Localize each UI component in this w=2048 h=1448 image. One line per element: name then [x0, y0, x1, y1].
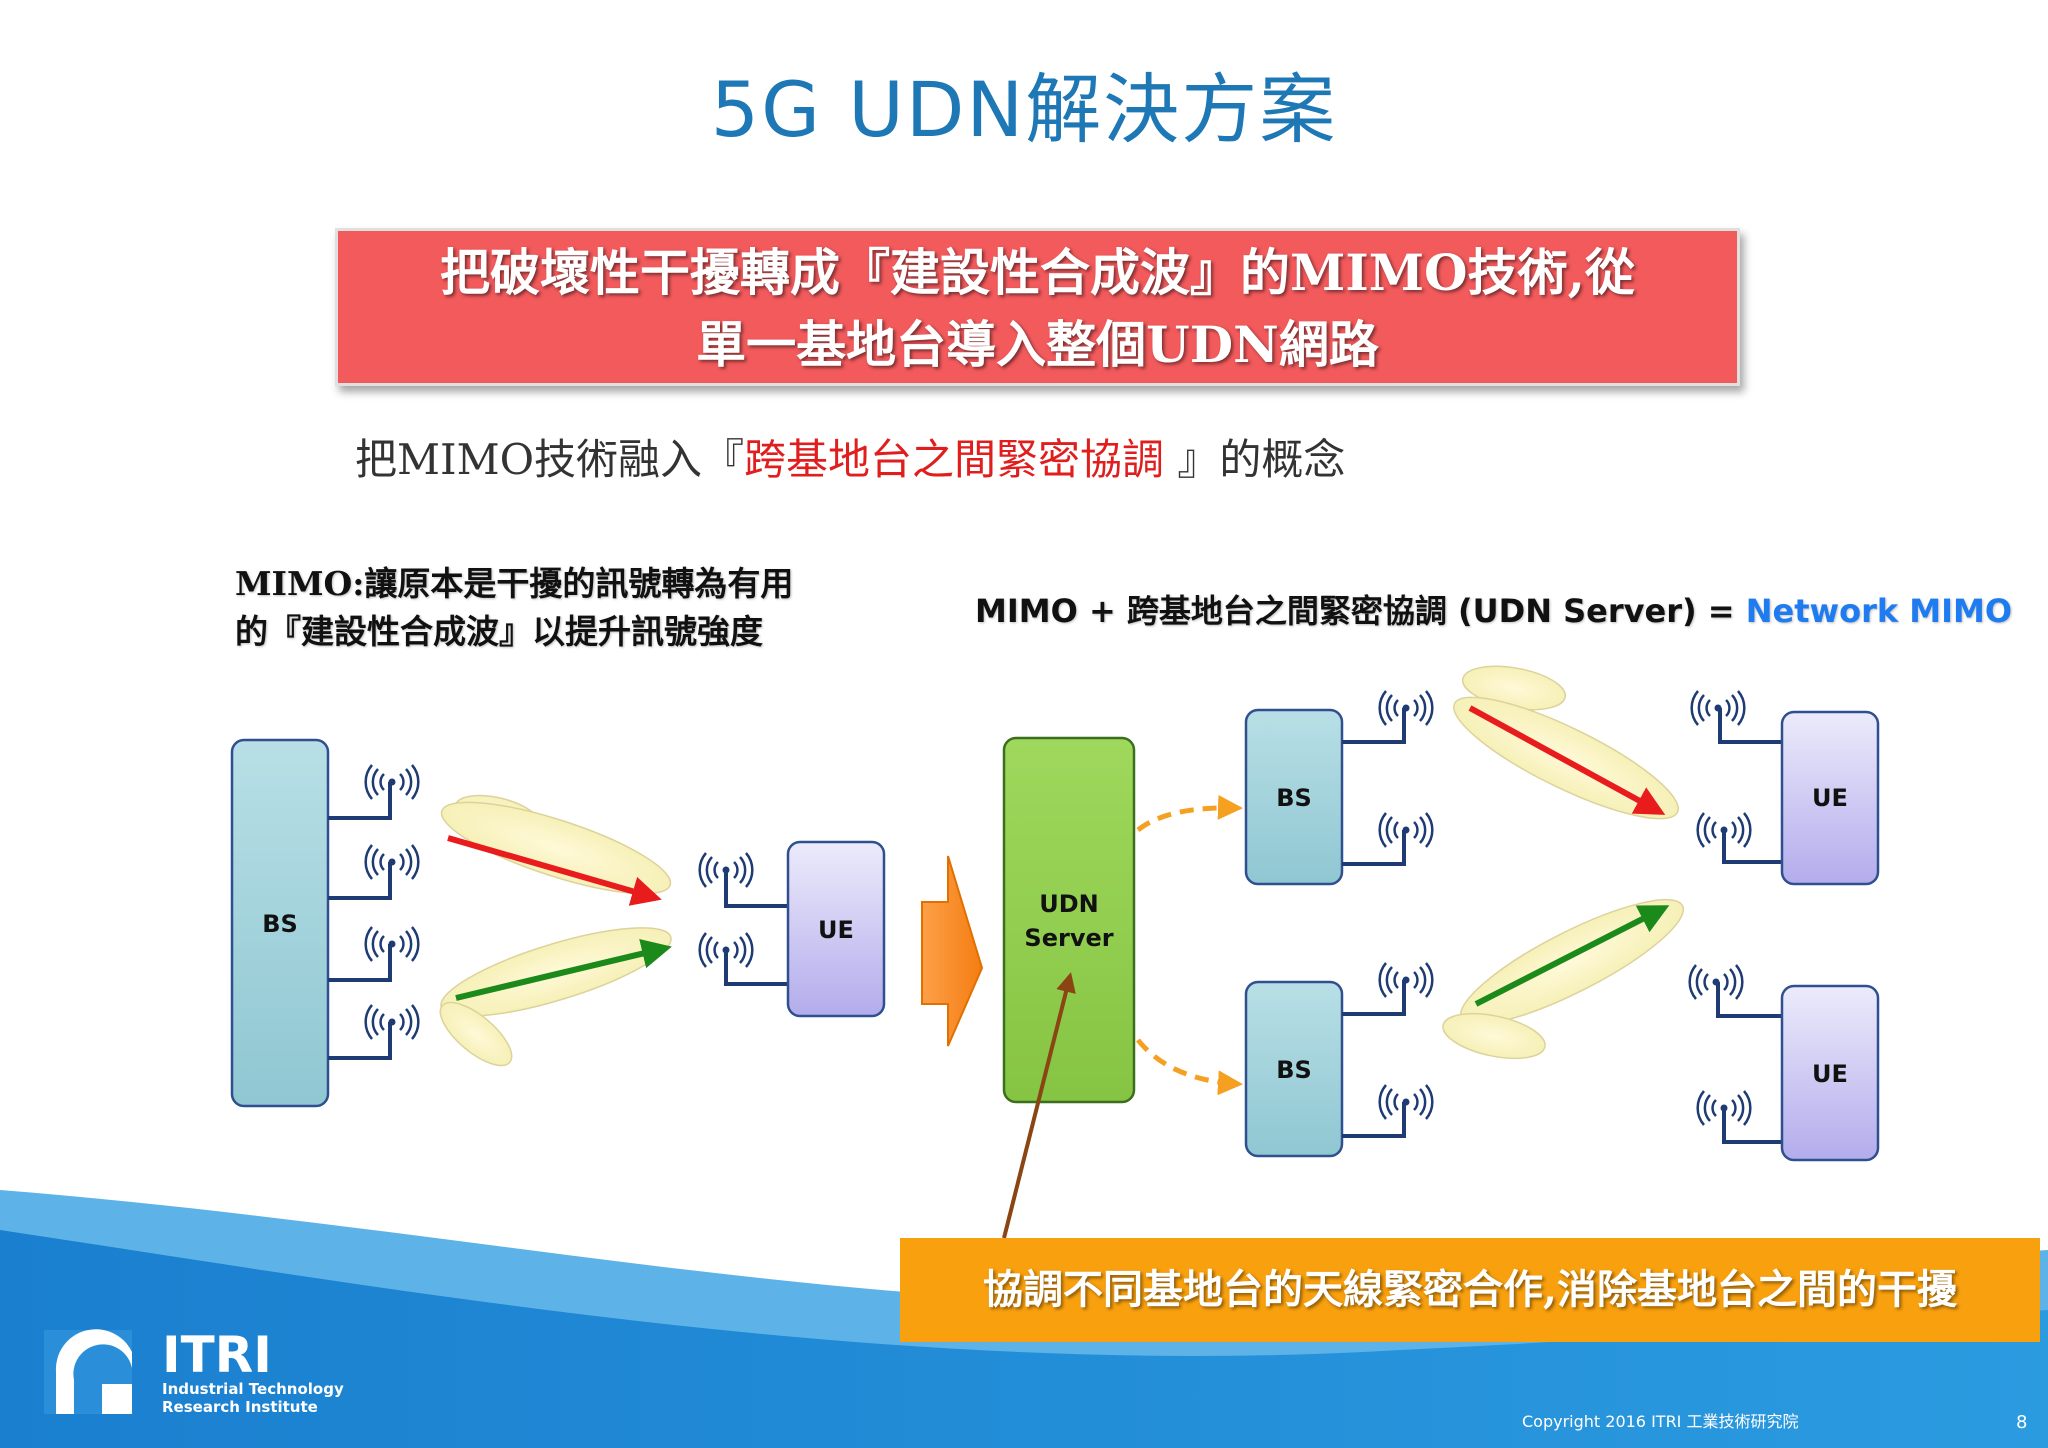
- beam-lobe: [439, 1001, 513, 1067]
- headline-line2: 單一基地台導入整個UDN網路: [696, 315, 1379, 374]
- right-caption-main: MIMO + 跨基地台之間緊密協調 (UDN Server) =: [975, 592, 1746, 630]
- server-label-line1: UDN: [1039, 890, 1099, 918]
- page-title: 5G UDN解決方案: [710, 65, 1338, 154]
- server-label-line2: Server: [1024, 924, 1113, 952]
- bs-node-bottom: [1244, 980, 1344, 1158]
- concept-subtitle: 把MIMO技術融入『跨基地台之間緊密協調 』的概念: [355, 426, 1345, 487]
- antenna-icon: [698, 851, 788, 986]
- bs-label: BS: [1276, 784, 1312, 812]
- ue-node-bottom: [1780, 984, 1880, 1162]
- left-diagram-caption: MIMO:讓原本是干擾的訊號轉為有用 的『建設性合成波』以提升訊號強度: [235, 560, 875, 656]
- left-caption-line1: MIMO:讓原本是干擾的訊號轉為有用: [235, 564, 794, 603]
- logo-subtitle-line2: Research Institute: [162, 1398, 318, 1416]
- ue-label: UE: [1812, 1060, 1848, 1088]
- footer-wave-dark: [0, 1230, 2048, 1448]
- antenna-icon: [1342, 689, 1434, 1138]
- right-caption-highlight: Network MIMO: [1745, 592, 2013, 630]
- transition-arrow-icon: [921, 855, 984, 1047]
- bs-node-top: [1244, 708, 1344, 886]
- itri-logo-icon: [44, 1329, 133, 1414]
- logo-wordmark: ITRI: [162, 1326, 272, 1384]
- signal-arrow-red: [1468, 705, 1666, 815]
- link-arrow-dashed: [1136, 794, 1243, 832]
- signal-arrow-red: [447, 835, 662, 906]
- left-caption-line2: 的『建設性合成波』以提升訊號強度: [235, 612, 763, 651]
- headline-banner: 把破壞性干擾轉成『建設性合成波』的MIMO技術,從 單一基地台導入整個UDN網路: [335, 228, 1740, 386]
- antenna-icon: [1688, 689, 1782, 1144]
- udn-server-node: [1002, 736, 1136, 1104]
- headline-line1: 把破壞性干擾轉成『建設性合成波』的MIMO技術,從: [439, 243, 1636, 302]
- ue-label: UE: [818, 916, 854, 944]
- bs-node-left: [230, 738, 330, 1108]
- ue-label: UE: [1812, 784, 1848, 812]
- ue-node-top: [1780, 710, 1880, 886]
- logo-subtitle-line1: Industrial Technology: [162, 1380, 344, 1398]
- ue-node-left: [786, 840, 886, 1018]
- bs-label: BS: [1276, 1056, 1312, 1084]
- right-diagram-caption: MIMO + 跨基地台之間緊密協調 (UDN Server) = Network…: [975, 586, 2012, 632]
- page-number: 8: [2016, 1412, 2028, 1433]
- callout-pointer-arrow: [1002, 972, 1076, 1239]
- antenna-icon: [328, 763, 420, 1060]
- subtitle-highlight: 跨基地台之間緊密協調: [744, 435, 1165, 484]
- signal-arrow-green: [455, 938, 672, 1001]
- subtitle-pre: 把MIMO技術融入『: [355, 435, 745, 484]
- beam-lobe: [1442, 1012, 1546, 1060]
- callout-banner: 協調不同基地台的天線緊密合作,消除基地台之間的干擾: [900, 1238, 2040, 1342]
- bs-label: BS: [262, 910, 298, 938]
- link-arrow-dashed: [1136, 1038, 1243, 1096]
- subtitle-post: 』的概念: [1164, 435, 1346, 484]
- copyright-text: Copyright 2016 ITRI 工業技術研究院: [1522, 1412, 1799, 1431]
- signal-arrow-green: [1474, 905, 1670, 1007]
- beam-lobe: [440, 801, 672, 895]
